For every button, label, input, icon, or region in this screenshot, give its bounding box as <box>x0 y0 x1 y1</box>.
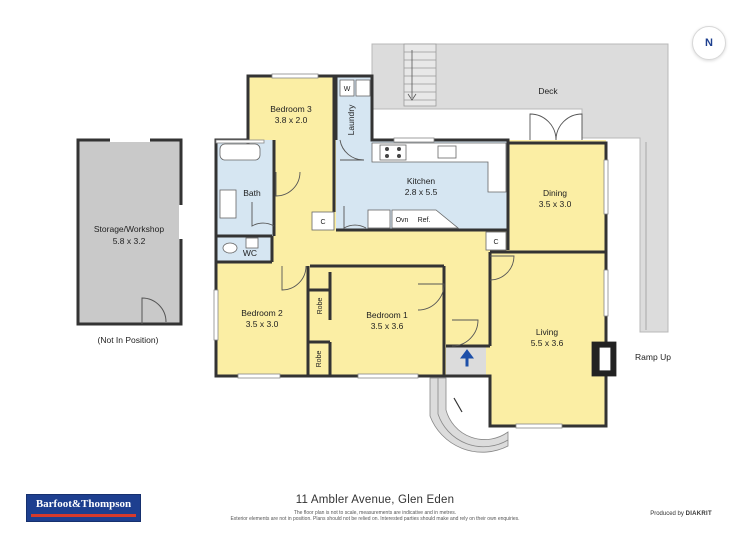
walls <box>214 74 608 428</box>
kitchen-sink <box>437 145 457 159</box>
fridge-unit <box>391 209 460 229</box>
laundry-tub <box>355 79 371 97</box>
doors <box>251 113 583 347</box>
wc-name: WC <box>243 248 257 258</box>
bedroom3-dims: 3.8 x 2.0 <box>275 115 308 125</box>
bathtub <box>219 143 261 161</box>
bedroom2-dims: 3.5 x 3.0 <box>246 319 279 329</box>
storage-dims: 5.8 x 3.2 <box>113 236 146 246</box>
wc-basin <box>245 237 259 249</box>
front-steps <box>429 377 509 453</box>
kitchen-name: Kitchen <box>407 176 436 186</box>
bath-name: Bath <box>243 188 261 198</box>
washer <box>339 79 355 97</box>
producer-credit: Produced by DIAKRIT <box>650 511 712 517</box>
living-name: Living <box>536 327 558 337</box>
compass-letter: N <box>705 37 713 49</box>
closet-2 <box>485 231 507 251</box>
fridge-label: Ref. <box>418 217 431 224</box>
bedroom1-dims: 3.5 x 3.6 <box>371 321 404 331</box>
oven-label: Ovn <box>396 217 409 224</box>
storage-note: (Not In Position) <box>98 335 159 345</box>
deck-label: Deck <box>538 86 558 96</box>
deck-stairs <box>403 43 437 107</box>
storage-name: Storage/Workshop <box>94 224 165 234</box>
bedroom1-name: Bedroom 1 <box>366 310 408 320</box>
hob-burners <box>385 147 401 158</box>
closet-1-label: C <box>320 219 325 226</box>
brand-logo-text: Barfoot&Thompson <box>35 498 132 510</box>
dining-dims: 3.5 x 3.0 <box>539 199 572 209</box>
robe-2-label: Robe <box>316 351 323 368</box>
property-address: 11 Ambler Avenue, Glen Eden <box>295 494 455 506</box>
dining-name: Dining <box>543 188 567 198</box>
kitchen-dims: 2.8 x 5.5 <box>405 187 438 197</box>
bedroom2-name: Bedroom 2 <box>241 308 283 318</box>
entry-arrow-icon <box>460 349 474 367</box>
bath-vanity <box>219 189 237 219</box>
deck-area <box>371 43 669 333</box>
windows <box>213 73 609 429</box>
brand-logo-bar <box>31 514 136 517</box>
closet-1 <box>311 211 335 231</box>
toilet <box>222 242 238 254</box>
north-compass-icon: N <box>692 26 726 60</box>
robe-1-label: Robe <box>317 298 324 315</box>
living-dims: 5.5 x 3.6 <box>531 338 564 348</box>
storage-workshop-room <box>76 138 183 326</box>
bedroom3-name: Bedroom 3 <box>270 104 312 114</box>
closet-2-label: C <box>493 239 498 246</box>
credit-brand: DIAKRIT <box>685 511 712 517</box>
washer-label: W <box>344 86 351 93</box>
credit-prefix: Produced by <box>650 511 684 517</box>
hob <box>379 144 407 161</box>
ramp-label: Ramp Up <box>635 352 671 362</box>
disclaimer-line-1: The floor plan is not to scale, measurem… <box>293 510 457 516</box>
laundry-name: Laundry <box>346 104 356 135</box>
oven-unit <box>367 209 391 229</box>
brand-logo: Barfoot&Thompson <box>26 494 141 522</box>
fireplace-opening <box>599 347 611 371</box>
disclaimer-line-2: Exterior elements are not in position. P… <box>230 516 520 522</box>
